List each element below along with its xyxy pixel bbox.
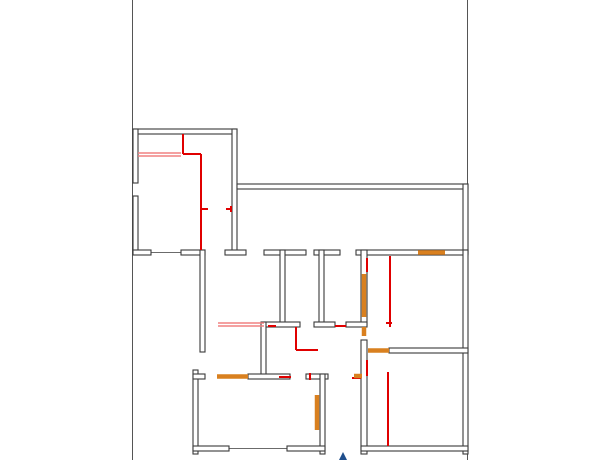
wall bbox=[388, 347, 469, 354]
wall bbox=[132, 128, 139, 184]
wall bbox=[355, 249, 469, 256]
wall bbox=[305, 373, 329, 380]
wall bbox=[313, 321, 336, 328]
wall bbox=[313, 249, 341, 256]
wall bbox=[132, 249, 152, 256]
wall bbox=[279, 249, 286, 327]
wall bbox=[318, 249, 325, 327]
north-arrow-icon bbox=[339, 452, 347, 460]
pink-markup-group bbox=[138, 152, 264, 327]
red-markup-group bbox=[182, 134, 392, 446]
wall bbox=[236, 183, 469, 190]
wall bbox=[192, 445, 230, 452]
wall bbox=[231, 128, 238, 255]
wall bbox=[192, 369, 199, 455]
wall bbox=[224, 249, 247, 256]
wall bbox=[360, 339, 368, 455]
doors-group bbox=[217, 250, 445, 430]
walls-group bbox=[132, 128, 469, 455]
wall bbox=[192, 373, 206, 380]
wall bbox=[132, 128, 238, 135]
wall bbox=[132, 195, 139, 255]
wall bbox=[462, 183, 469, 255]
wall bbox=[360, 445, 469, 452]
openings-group bbox=[151, 252, 287, 449]
wall bbox=[286, 445, 326, 452]
wall bbox=[199, 249, 206, 353]
wall bbox=[345, 321, 368, 328]
wall bbox=[260, 321, 267, 379]
wall bbox=[319, 373, 326, 455]
